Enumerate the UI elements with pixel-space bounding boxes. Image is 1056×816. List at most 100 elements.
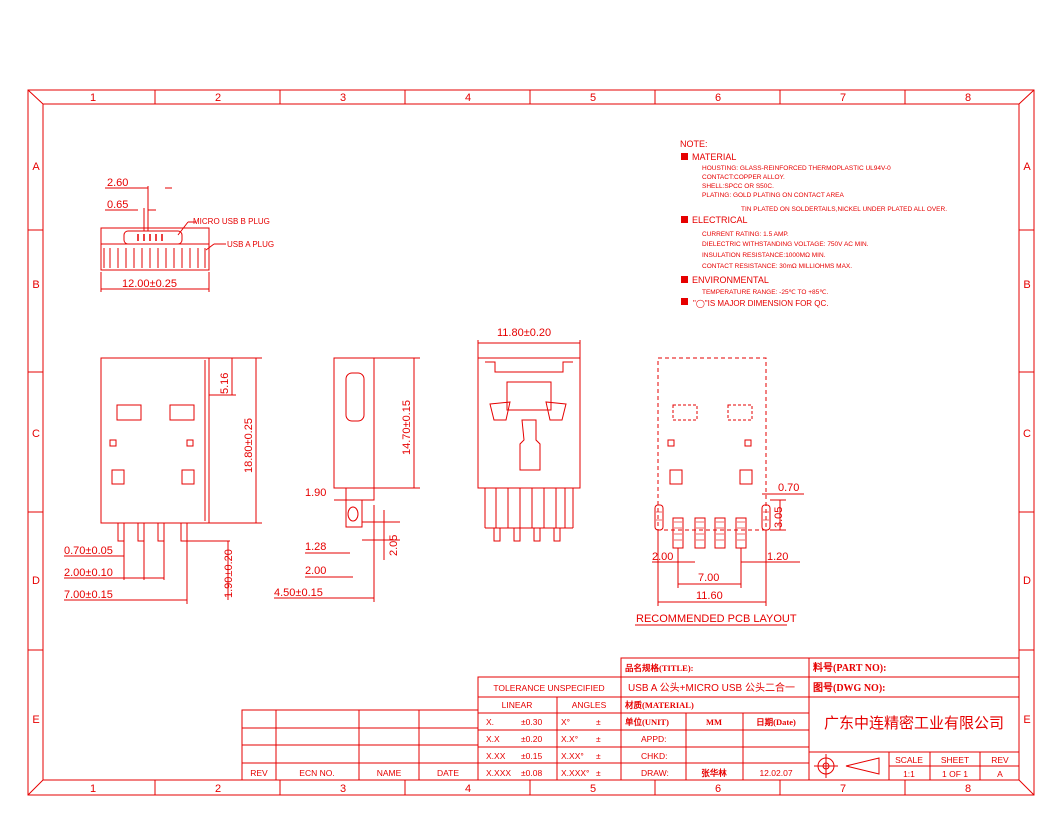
col-label-8: 8: [965, 92, 971, 104]
row-ticks: [28, 229, 1034, 651]
scale-label: SCALE: [895, 755, 923, 765]
tol-fmt: X.XXX: [486, 768, 511, 778]
part-no-label: 料号(PART NO):: [813, 661, 886, 674]
dim-pin-span: 7.00±0.15: [64, 589, 113, 601]
row-label-e-right: E: [1023, 714, 1030, 726]
col-label-4-bottom: 4: [465, 783, 471, 795]
tol-pm: ±: [596, 768, 601, 778]
date-col-header: DATE: [437, 768, 459, 778]
note-material-title: MATERIAL: [692, 152, 736, 162]
unit-value: MM: [706, 717, 722, 727]
dim-2-60: 2.60: [107, 177, 128, 189]
note-line: TEMPERATURE RANGE: -25℃ TO +85℃.: [702, 289, 829, 296]
col-label-2: 2: [215, 92, 221, 104]
chkd-label: CHKD:: [641, 751, 667, 761]
tol-fmt: X.: [486, 717, 494, 727]
rev-value: A: [997, 769, 1003, 779]
col-label-2-bottom: 2: [215, 783, 221, 795]
note-line: CONTACT RESISTANCE: 30mΩ MILLIOHMS MAX.: [702, 263, 852, 270]
scale-value: 1:1: [903, 769, 915, 779]
column-ticks: [154, 90, 906, 795]
tol-val: ±0.08: [521, 768, 542, 778]
col-label-3: 3: [340, 92, 346, 104]
dim-pcb-2-00: 2.00: [652, 551, 673, 563]
dim-11-60: 11.60: [696, 590, 723, 602]
ecn-col-header: ECN NO.: [299, 768, 334, 778]
note-line: HOUSTING: GLASS-REINFORCED THERMOPLASTIC…: [702, 165, 891, 172]
dim-1-20: 1.20: [767, 551, 788, 563]
note-environmental-title: ENVIRONMENTAL: [692, 275, 769, 285]
tol-ang: X°: [561, 717, 570, 727]
grid-labels: 1 2 3 4 5 6 7 8 1 2 3 4 5 6 7 8 A B C D …: [32, 92, 1031, 795]
draw-name: 张华林: [701, 768, 727, 778]
dim-pin-pitch: 2.00±0.10: [64, 567, 113, 579]
row-label-a-right: A: [1023, 161, 1031, 173]
title-value: USB A 公头+MICRO USB 公头二合一: [628, 681, 795, 694]
material-label: 材质(MATERIAL): [624, 700, 694, 710]
dim-4-50: 4.50±0.15: [274, 587, 323, 599]
tol-val: ±0.30: [521, 717, 542, 727]
label-usb-a-plug: USB A PLUG: [227, 240, 274, 249]
side-view: [274, 357, 420, 602]
col-label-1: 1: [90, 92, 96, 104]
note-line: INSULATION RESISTANCE:1000MΩ MIN.: [702, 252, 826, 259]
bullet-icon: [681, 276, 688, 283]
dim-pcb-0-70: 0.70: [778, 482, 799, 494]
tol-ang: X.X°: [561, 734, 578, 744]
tol-ang: X.XXX°: [561, 768, 589, 778]
dim-5-16: 5.16: [219, 373, 231, 394]
dim-2-05: 2.05: [388, 535, 400, 556]
bullet-icon: [681, 153, 688, 160]
dim-14-70: 14.70±0.15: [401, 400, 413, 455]
notes-block: NOTE: MATERIAL HOUSTING: GLASS-REINFORCE…: [680, 139, 947, 308]
outer-frame: [27, 89, 1035, 796]
tol-pm: ±: [596, 751, 601, 761]
bullet-icon: [681, 298, 688, 305]
note-line: TIN PLATED ON SOLDERTAILS,NICKEL UNDER P…: [741, 206, 947, 213]
projection-cone-icon: [845, 757, 880, 775]
bullet-icon: [681, 216, 688, 223]
note-line: CURRENT RATING: 1.5 AMP.: [702, 231, 789, 238]
row-label-d: D: [32, 575, 40, 587]
note-line: SHELL:SPCC OR S50C.: [702, 183, 774, 190]
tol-val: ±0.20: [521, 734, 542, 744]
dim-3-05: 3.05: [773, 507, 785, 528]
dim-tail-1-90: 1.90±0.20: [223, 549, 235, 598]
draw-label: DRAW:: [641, 768, 669, 778]
row-label-c: C: [32, 428, 40, 440]
col-label-4: 4: [465, 92, 471, 104]
dim-side-1-90: 1.90: [305, 487, 326, 499]
sheet-value: 1 OF 1: [942, 769, 968, 779]
dim-back-width: 11.80±0.20: [497, 327, 551, 339]
dim-height-18-80: 18.80±0.25: [243, 418, 255, 473]
linear-header: LINEAR: [502, 700, 533, 710]
name-col-header: NAME: [377, 768, 402, 778]
tolerance-header: TOLERANCE UNSPECIFIED: [493, 683, 604, 693]
appd-label: APPD:: [641, 734, 667, 744]
dwg-no-label: 图号(DWG NO):: [813, 682, 886, 694]
dim-0-65: 0.65: [107, 199, 128, 211]
row-label-b: B: [32, 279, 39, 291]
back-view: [477, 340, 581, 542]
sheet-label: SHEET: [941, 755, 969, 765]
tol-pm: ±: [596, 734, 601, 744]
note-line: DIELECTRIC WITHSTANDING VOLTAGE: 750V AC…: [702, 241, 869, 248]
rev-col-header: REV: [250, 768, 268, 778]
dim-pcb-7-00: 7.00: [698, 572, 719, 584]
tol-ang: X.XX°: [561, 751, 584, 761]
date-label: 日期(Date): [756, 717, 796, 727]
tol-val: ±0.15: [521, 751, 542, 761]
col-label-6: 6: [715, 92, 721, 104]
top-view: [100, 186, 226, 292]
note-qc-title: "◯"IS MAJOR DIMENSION FOR QC.: [693, 299, 829, 308]
tol-pm: ±: [596, 717, 601, 727]
dim-side-2-00: 2.00: [305, 565, 326, 577]
col-label-7: 7: [840, 92, 846, 104]
row-label-a: A: [32, 161, 40, 173]
row-label-b-right: B: [1023, 279, 1030, 291]
angles-header: ANGLES: [572, 700, 607, 710]
note-line: PLATING: GOLD PLATING ON CONTACT AREA: [702, 192, 844, 199]
note-line: CONTACT:COPPER ALLOY.: [702, 174, 785, 181]
front-view: [64, 357, 262, 604]
